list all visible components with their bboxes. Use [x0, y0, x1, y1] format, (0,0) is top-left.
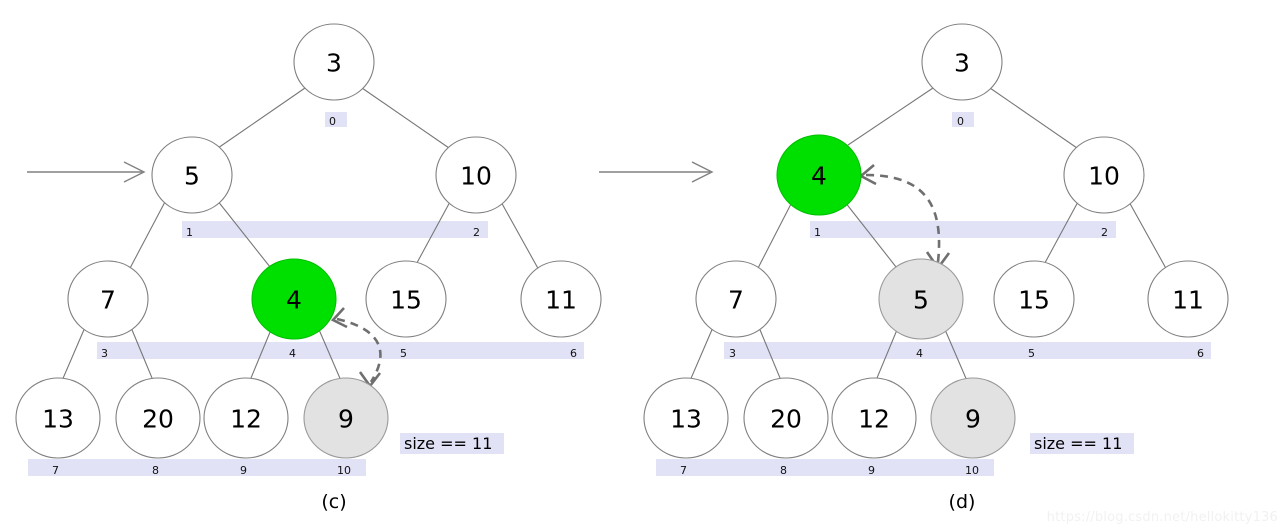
index-label-c-5: 5	[400, 347, 407, 360]
node-c-2[interactable]: 10	[435, 136, 517, 214]
index-label-c-8: 8	[152, 464, 159, 477]
panel-d: 3 4 10 7 5 15	[599, 23, 1229, 513]
index-bar-row1-d	[810, 221, 1116, 238]
size-badge-d: size == 11	[1034, 434, 1122, 453]
svg-text:15: 15	[390, 286, 422, 315]
size-badge-c: size == 11	[404, 434, 492, 453]
node-c-9[interactable]: 12	[203, 377, 289, 459]
index-label-c-3: 3	[101, 347, 108, 360]
svg-text:13: 13	[42, 405, 74, 434]
flow-arrow-icon-d	[599, 161, 714, 183]
node-c-1[interactable]: 5	[151, 136, 233, 214]
index-bar-row2-c	[97, 342, 584, 359]
index-label-d-7: 7	[680, 464, 687, 477]
swap-arrow-d	[858, 164, 951, 271]
index-label-c-2: 2	[473, 226, 480, 239]
svg-text:7: 7	[728, 286, 744, 315]
node-d-10[interactable]: 9	[930, 377, 1016, 459]
node-d-1[interactable]: 4	[776, 134, 862, 216]
svg-text:11: 11	[1172, 286, 1204, 315]
index-label-d-0: 0	[957, 115, 964, 128]
index-label-d-2: 2	[1101, 226, 1108, 239]
index-bar-row3-c	[28, 459, 366, 476]
svg-text:4: 4	[811, 162, 827, 191]
svg-text:7: 7	[100, 286, 116, 315]
node-d-2[interactable]: 10	[1063, 136, 1145, 214]
node-c-10[interactable]: 9	[303, 377, 389, 459]
node-d-9[interactable]: 12	[831, 377, 917, 459]
svg-text:5: 5	[184, 162, 200, 191]
node-d-4[interactable]: 5	[878, 258, 964, 340]
node-c-8[interactable]: 20	[115, 377, 201, 459]
svg-text:5: 5	[913, 286, 929, 315]
flow-arrow-icon-c	[27, 161, 146, 183]
index-label-c-9: 9	[240, 464, 247, 477]
node-c-3[interactable]: 7	[67, 260, 149, 338]
index-bar-row0-c	[325, 112, 347, 127]
index-label-c-10: 10	[337, 464, 351, 477]
node-c-5[interactable]: 15	[365, 260, 447, 338]
node-d-6[interactable]: 11	[1147, 260, 1229, 338]
node-c-6[interactable]: 11	[520, 260, 602, 338]
panel-caption-c: (c)	[321, 491, 346, 513]
node-c-7[interactable]: 13	[15, 377, 101, 459]
svg-text:9: 9	[965, 405, 981, 434]
index-label-c-0: 0	[329, 115, 336, 128]
watermark: https://blog.csdn.net/hellokitty136	[1046, 510, 1278, 525]
node-d-7[interactable]: 13	[643, 377, 729, 459]
index-label-d-10: 10	[965, 464, 979, 477]
svg-text:13: 13	[670, 405, 702, 434]
svg-text:12: 12	[858, 405, 890, 434]
svg-text:4: 4	[286, 286, 302, 315]
index-label-d-5: 5	[1028, 347, 1035, 360]
index-label-c-4: 4	[289, 347, 296, 360]
svg-text:20: 20	[142, 405, 174, 434]
index-label-c-1: 1	[186, 226, 193, 239]
index-bar-row2-d	[724, 342, 1211, 359]
svg-text:11: 11	[545, 286, 577, 315]
svg-text:9: 9	[338, 405, 354, 434]
index-label-d-6: 6	[1197, 347, 1204, 360]
svg-text:15: 15	[1018, 286, 1050, 315]
index-label-d-8: 8	[780, 464, 787, 477]
svg-text:20: 20	[770, 405, 802, 434]
index-label-d-4: 4	[916, 347, 923, 360]
panel-caption-d: (d)	[949, 491, 976, 513]
svg-text:3: 3	[954, 49, 970, 78]
svg-text:3: 3	[326, 49, 342, 78]
panel-c: 3 5 10 7 4 15	[15, 23, 602, 513]
index-label-c-7: 7	[52, 464, 59, 477]
node-d-3[interactable]: 7	[695, 260, 777, 338]
size-badge-bg-c	[400, 433, 504, 454]
index-label-d-3: 3	[729, 347, 736, 360]
node-d-5[interactable]: 15	[993, 260, 1075, 338]
svg-text:12: 12	[230, 405, 262, 434]
node-c-0[interactable]: 3	[293, 23, 375, 101]
node-c-4[interactable]: 4	[251, 258, 337, 340]
index-bar-row0-d	[952, 112, 974, 127]
index-bar-row3-d	[656, 459, 994, 476]
index-label-d-9: 9	[868, 464, 875, 477]
node-d-8[interactable]: 20	[743, 377, 829, 459]
index-label-d-1: 1	[814, 226, 821, 239]
svg-text:10: 10	[460, 162, 492, 191]
index-label-c-6: 6	[570, 347, 577, 360]
size-badge-bg-d	[1030, 433, 1134, 454]
node-d-0[interactable]: 3	[921, 23, 1003, 101]
index-bar-row1-c	[182, 221, 488, 238]
svg-text:10: 10	[1088, 162, 1120, 191]
